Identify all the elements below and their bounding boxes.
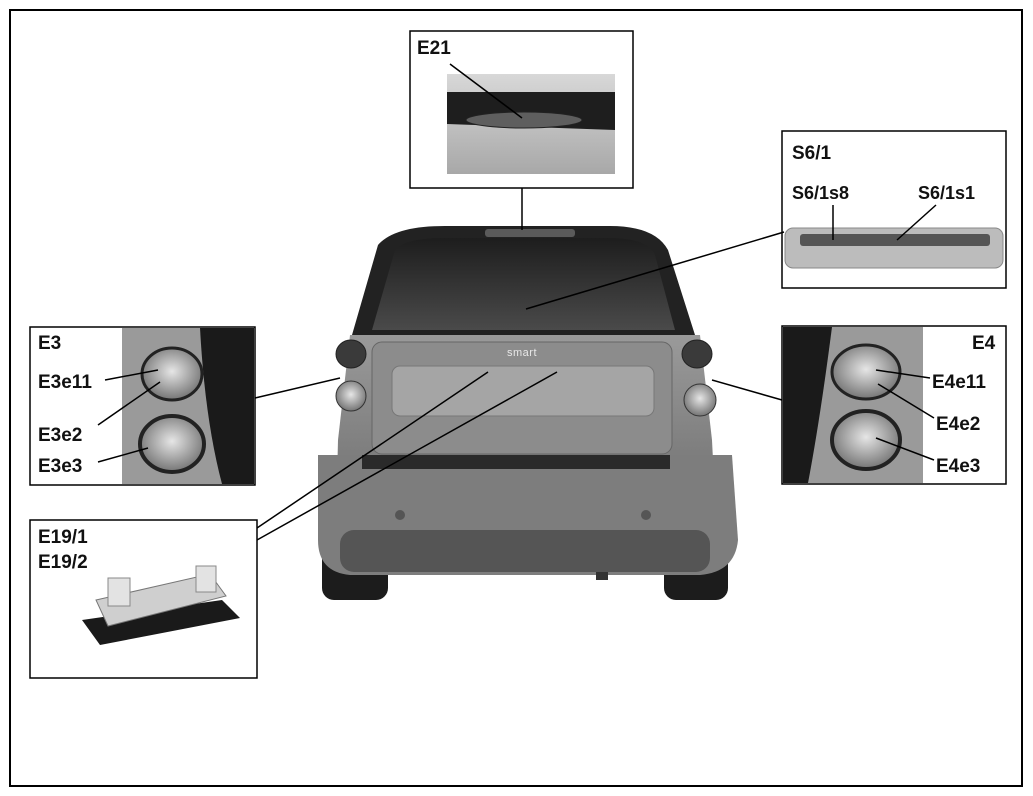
e21-title: E21: [417, 38, 451, 59]
e4-upper-lamp: [830, 343, 902, 401]
e3-upper-lamp: [140, 346, 204, 402]
e3-photo-body: [200, 328, 254, 484]
e4e11-leader: [875, 369, 931, 379]
e3e3-leader: [97, 447, 149, 463]
e3e3-label: E3e3: [38, 456, 82, 477]
e19-lamp-clip-right: [195, 565, 217, 593]
e3-title: E3: [38, 333, 61, 354]
e4e11-label: E4e11: [932, 372, 986, 393]
smart-badge: smart: [507, 347, 537, 359]
left-tail-lamp-upper: [335, 339, 367, 369]
e3-connector: [254, 377, 341, 399]
tow-hook: [596, 572, 608, 580]
callout-e19: E19/1 E19/2: [29, 371, 558, 679]
e19-1-title: E19/1: [38, 527, 88, 548]
e3-lower-lamp: [138, 414, 206, 474]
e3e11-label: E3e11: [38, 372, 92, 393]
e4e3-leader: [875, 437, 935, 461]
e4-photo-body: [783, 327, 832, 483]
e19-lamp-housing: [95, 573, 227, 627]
e4-title: E4: [972, 333, 996, 354]
e19-2-connector: [256, 371, 558, 541]
right-tail-lamp-lower: [683, 383, 717, 417]
bumper-trim: [362, 455, 670, 469]
s6-1s8-label: S6/1s8: [792, 183, 849, 203]
s6-1s1-label: S6/1s1: [918, 183, 975, 203]
bumper-lower-panel: [340, 530, 710, 572]
parking-sensor-left: [395, 510, 405, 520]
e21-lamp: [465, 111, 583, 129]
s6-1s1-leader: [896, 204, 937, 241]
e4-lower-lamp: [830, 409, 902, 471]
e19-lamp-clip-left: [107, 577, 131, 607]
e3e2-leader: [97, 381, 161, 426]
s6-1-connector: [525, 231, 785, 310]
e4e3-label: E4e3: [936, 456, 980, 477]
rear-window: [372, 237, 675, 330]
callout-e3: E3 E3e11 E3e2 E3e3: [29, 326, 341, 486]
e4e2-leader: [877, 383, 935, 419]
callout-e4: E4 E4e11 E4e2 E4e3: [711, 325, 1007, 485]
callout-s6-1: S6/1 S6/1s8 S6/1s1: [525, 130, 1007, 310]
left-tail-lamp-lower: [335, 380, 367, 412]
parking-sensor-right: [641, 510, 651, 520]
e19-2-title: E19/2: [38, 552, 88, 573]
e4-connector: [711, 379, 783, 401]
s6-1-switch-strip: [800, 234, 990, 246]
right-tail-lamp-upper: [681, 339, 713, 369]
car-rear-view: smart: [318, 225, 738, 600]
s6-1-title: S6/1: [792, 143, 832, 164]
e4e2-label: E4e2: [936, 414, 980, 435]
e19-lamp-base: [82, 600, 240, 645]
e21-leader: [449, 63, 523, 119]
e19-1-connector: [256, 371, 489, 529]
e3e11-leader: [104, 369, 159, 381]
callout-e21: E21: [409, 30, 634, 230]
third-brake-light: [485, 229, 575, 237]
e3e2-label: E3e2: [38, 425, 82, 446]
